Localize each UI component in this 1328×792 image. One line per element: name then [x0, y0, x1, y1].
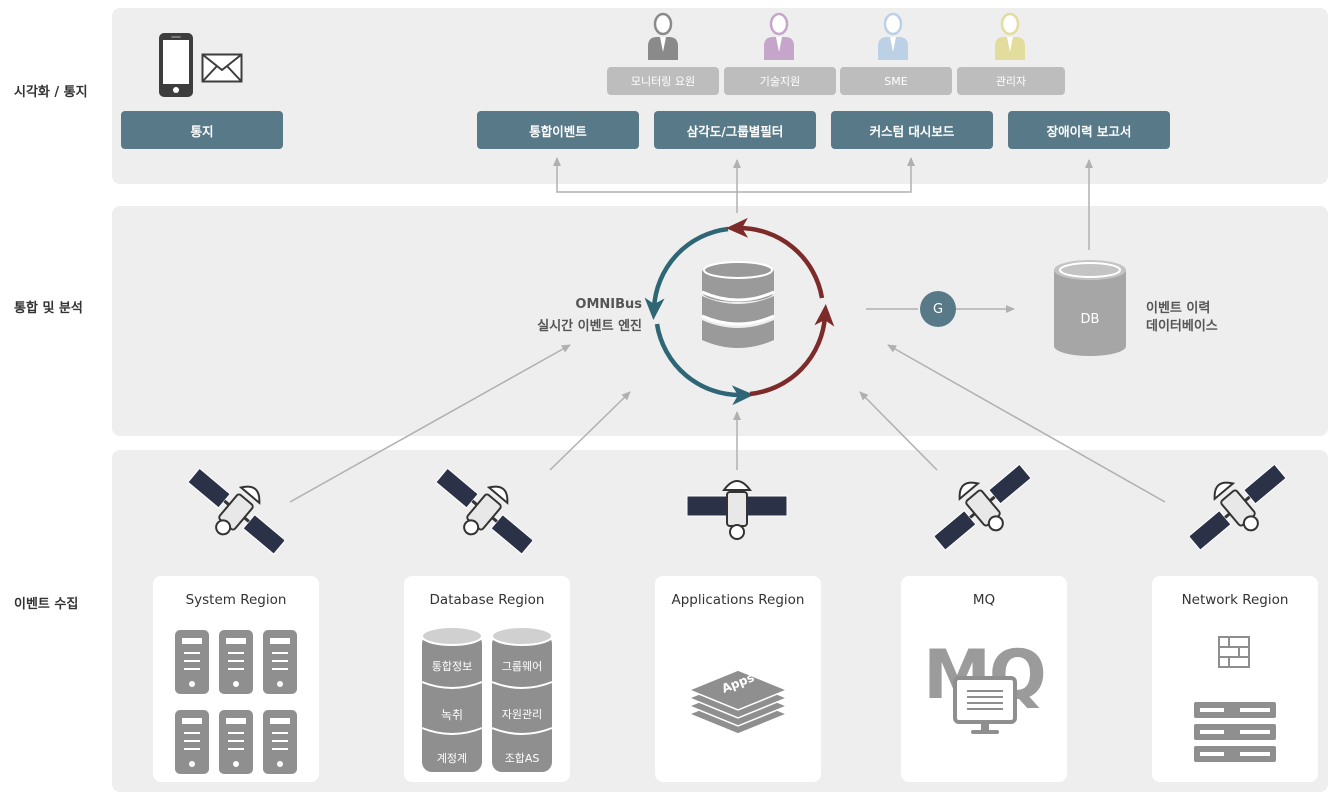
event-history-db-icon — [1054, 260, 1126, 356]
applications-region-title: Applications Region — [671, 592, 805, 608]
failure-history-report-button[interactable]: 장애이력 보고서 — [1008, 111, 1170, 149]
db-caption-line1: 이벤트 이력 — [1146, 301, 1211, 316]
role-tag-monitoring: 모니터링 요원 — [607, 67, 719, 95]
row-label-collection: 이벤트 수집 — [14, 597, 79, 612]
row-label-visualization: 시각화 / 통지 — [14, 85, 88, 100]
custom-dashboard-button[interactable]: 커스텀 대시보드 — [831, 111, 993, 149]
monitor-icon — [953, 676, 1017, 734]
gateway-node: G — [920, 291, 956, 327]
db-label: DB — [1080, 312, 1100, 327]
network-region-title: Network Region — [1181, 592, 1289, 608]
firewall-icon — [1218, 636, 1250, 668]
satellite-icon-applications — [686, 480, 788, 540]
sme-person-icon — [878, 12, 908, 60]
db-item-resource-mgmt: 자원관리 — [501, 708, 543, 721]
database-region-card: Database Region 통합정보 녹취 계정계 그룹웨어 자원관리 조합… — [404, 576, 570, 782]
server-rack-icons — [175, 630, 297, 774]
mq-region-title: MQ — [972, 592, 996, 608]
integrated-event-button[interactable]: 통합이벤트 — [477, 111, 639, 149]
db-item-integrated-info: 통합정보 — [431, 660, 473, 673]
omnibus-title: OMNIBus — [575, 297, 642, 312]
gateway-label: G — [932, 301, 944, 317]
satellite-icon-database — [436, 468, 532, 555]
db-item-union-as: 조합AS — [504, 752, 540, 765]
monitoring-agent-person-icon — [648, 12, 678, 60]
triangle-group-filter-button[interactable]: 삼각도/그룹별필터 — [654, 111, 816, 149]
db-caption-line2: 데이터베이스 — [1146, 319, 1218, 334]
mail-envelope-icon — [201, 53, 243, 83]
mq-region-card: MQ MQ — [901, 576, 1067, 782]
database-stacks-icon — [421, 626, 553, 772]
role-tag-admin: 관리자 — [957, 67, 1065, 95]
satellite-icon-system — [188, 468, 284, 555]
network-switch-icons — [1194, 702, 1276, 762]
role-tag-tech-support: 기술지원 — [724, 67, 836, 95]
system-region-title: System Region — [185, 592, 287, 608]
network-region-card: Network Region — [1152, 576, 1318, 782]
row-label-integration: 통합 및 분석 — [14, 301, 83, 316]
apps-stack-icon — [687, 669, 789, 735]
mobile-phone-icon — [159, 33, 193, 97]
notify-button[interactable]: 통지 — [121, 111, 283, 149]
system-region-card: System Region — [153, 576, 319, 782]
db-item-account: 계정계 — [436, 752, 468, 765]
event-engine-cycle — [644, 217, 835, 406]
satellite-icon-mq — [935, 464, 1031, 551]
db-item-recording: 녹취 — [440, 708, 464, 722]
admin-person-icon — [995, 12, 1025, 60]
db-item-groupware: 그룹웨어 — [501, 660, 543, 673]
satellite-icon-network — [1190, 464, 1286, 551]
database-stack-icon — [701, 261, 775, 348]
role-tag-sme: SME — [840, 67, 952, 95]
tech-support-person-icon — [764, 12, 794, 60]
database-region-title: Database Region — [429, 592, 545, 608]
omnibus-subtitle: 실시간 이벤트 엔진 — [537, 319, 642, 334]
visualization-panel — [112, 8, 1328, 184]
applications-region-card: Applications Region Apps — [655, 576, 821, 782]
